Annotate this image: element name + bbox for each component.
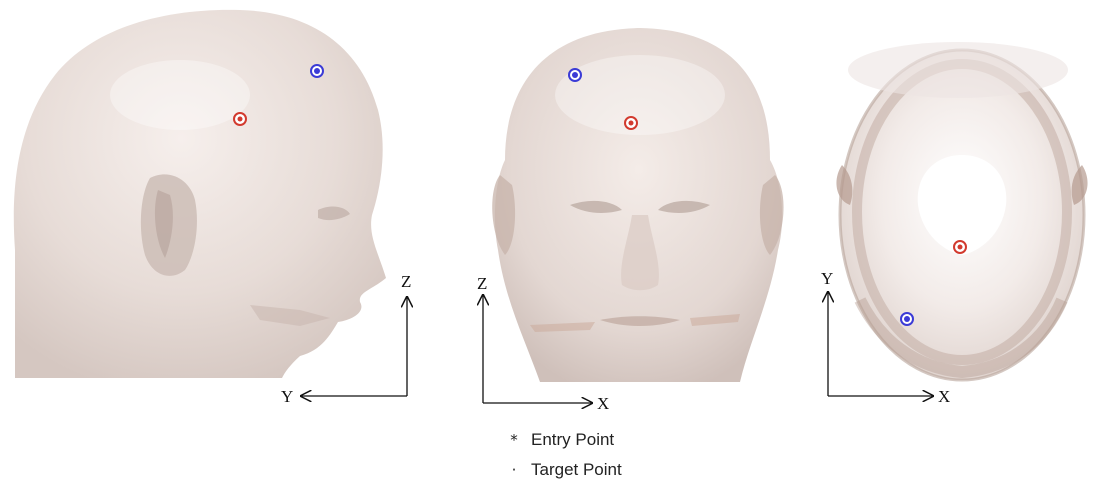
target-marker-top — [954, 241, 966, 253]
entry-point-symbol: * — [505, 425, 523, 455]
entry-marker-lateral — [311, 65, 323, 77]
top-vertical-axis-label: Y — [821, 269, 833, 288]
legend: * Entry Point · Target Point — [505, 425, 765, 487]
legend-target-row: · Target Point — [505, 455, 765, 485]
target-marker-frontal — [625, 117, 637, 129]
frontal-view — [492, 28, 783, 382]
frontal-vertical-axis-label: Z — [477, 274, 487, 293]
entry-marker-top — [901, 313, 913, 325]
entry-point-label: Entry Point — [531, 430, 614, 449]
lateral-view — [14, 10, 386, 378]
target-point-symbol: · — [505, 455, 523, 485]
top-view — [836, 42, 1087, 380]
lateral-vertical-axis-label: Z — [401, 272, 411, 291]
target-marker-lateral — [234, 113, 246, 125]
frontal-horizontal-axis-label: X — [597, 394, 609, 413]
lateral-highlight — [110, 60, 250, 130]
target-point-label: Target Point — [531, 460, 622, 479]
entry-marker-frontal — [569, 69, 581, 81]
lateral-horizontal-axis-label: Y — [281, 387, 293, 406]
top-horizontal-axis-label: X — [938, 387, 950, 406]
legend-entry-row: * Entry Point — [505, 425, 765, 455]
frontal-highlight — [555, 55, 725, 135]
